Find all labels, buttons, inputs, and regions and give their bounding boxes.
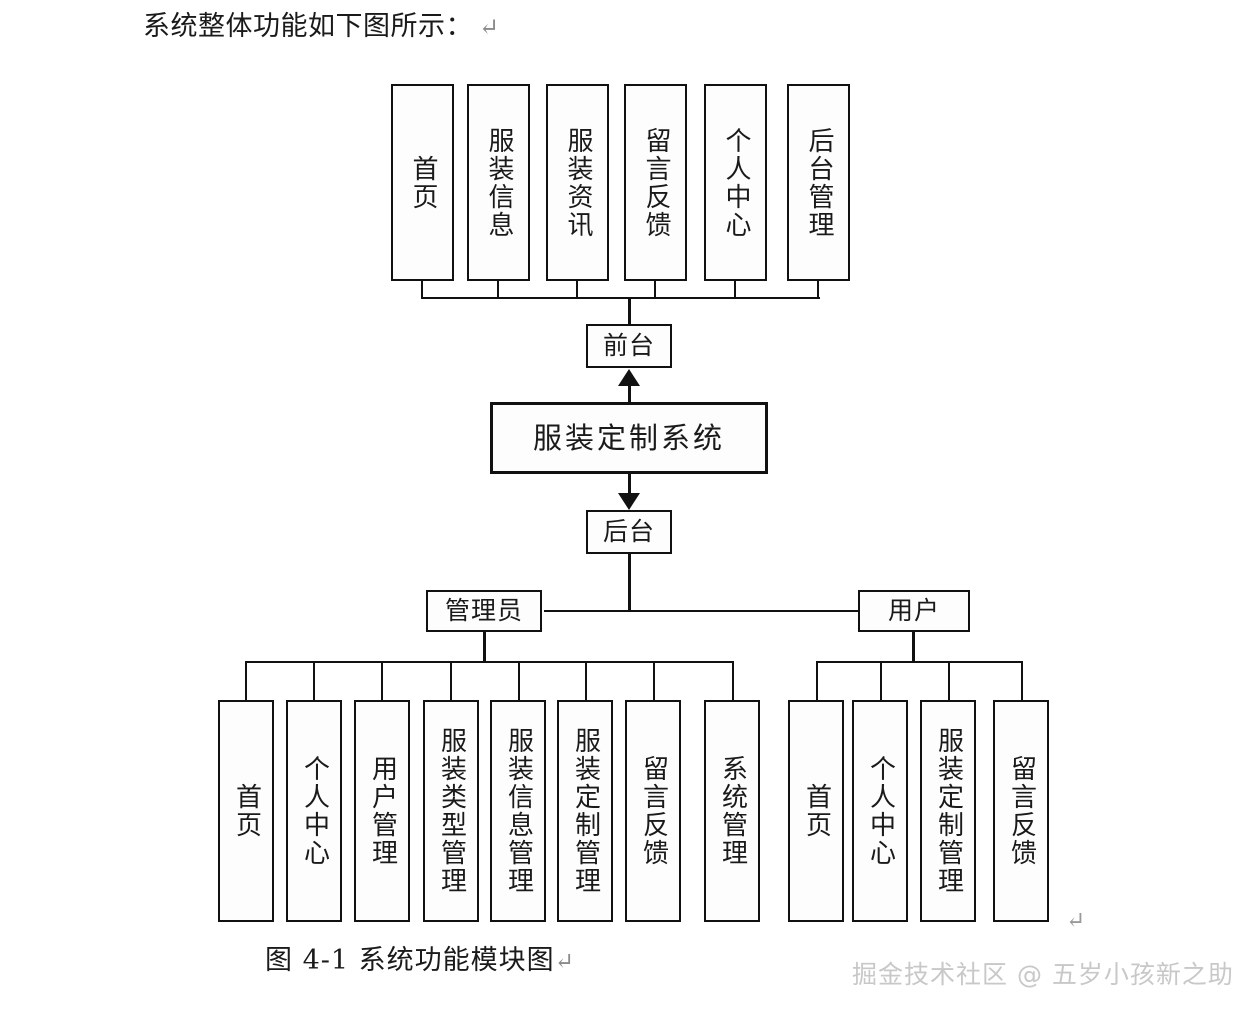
admin-drop-6 <box>585 661 587 700</box>
frontend-drop-1 <box>421 281 423 299</box>
backend-node[interactable]: 后台 <box>586 510 672 554</box>
frontend-module-label-3: 服装资讯 <box>563 126 593 239</box>
frontend-module-box-6[interactable]: 后台管理 <box>787 84 850 281</box>
admin-module-label-4: 服装类型管理 <box>436 727 467 895</box>
user-module-label-1: 首页 <box>801 783 832 839</box>
frontend-node[interactable]: 前台 <box>586 324 672 368</box>
admin-module-box-7[interactable]: 留言反馈 <box>625 700 681 922</box>
backend-node-label: 后台 <box>602 517 655 546</box>
admin-drop-2 <box>313 661 315 700</box>
frontend-module-box-2[interactable]: 服装信息 <box>467 84 530 281</box>
intro-text: 系统整体功能如下图所示： <box>143 11 473 42</box>
frontend-stem <box>628 297 631 325</box>
frontend-drop-2 <box>497 281 499 299</box>
caption-paragraph-mark-icon: ↵ <box>554 949 575 975</box>
frontend-module-box-4[interactable]: 留言反馈 <box>624 84 687 281</box>
user-module-box-1[interactable]: 首页 <box>788 700 844 922</box>
user-drop-1 <box>816 661 818 700</box>
admin-module-label-3: 用户管理 <box>367 755 398 867</box>
frontend-drop-5 <box>734 281 736 299</box>
watermark: 掘金技术社区 @ 五岁小孩新之助 <box>852 960 1234 989</box>
frontend-module-label-2: 服装信息 <box>484 126 514 239</box>
admin-drop-5 <box>518 661 520 700</box>
system-node-label: 服装定制系统 <box>532 421 725 455</box>
trailing-paragraph-mark-icon: ↵ <box>1066 908 1086 934</box>
frontend-node-label: 前台 <box>602 331 655 360</box>
admin-module-label-5: 服装信息管理 <box>503 727 534 895</box>
admin-drop-7 <box>653 661 655 700</box>
admin-node-label: 管理员 <box>444 596 523 625</box>
user-drop-4 <box>1021 661 1023 700</box>
frontend-drop-4 <box>654 281 656 299</box>
frontend-bus <box>421 297 820 299</box>
intro-paragraph: 系统整体功能如下图所示：↵ <box>143 10 500 44</box>
role-bus <box>544 610 859 612</box>
system-node[interactable]: 服装定制系统 <box>490 402 768 474</box>
user-bus <box>816 661 1023 663</box>
admin-module-box-6[interactable]: 服装定制管理 <box>557 700 613 922</box>
admin-module-label-2: 个人中心 <box>299 755 330 867</box>
frontend-module-label-6: 后台管理 <box>804 126 834 239</box>
frontend-module-label-5: 个人中心 <box>721 126 751 239</box>
admin-drop-3 <box>381 661 383 700</box>
frontend-module-label-4: 留言反馈 <box>641 126 671 239</box>
admin-module-label-1: 首页 <box>231 783 262 839</box>
arrow-down-icon <box>618 493 640 510</box>
user-stem <box>912 632 915 662</box>
user-module-label-4: 留言反馈 <box>1006 755 1037 867</box>
admin-module-box-4[interactable]: 服装类型管理 <box>423 700 479 922</box>
backend-stem <box>628 554 631 611</box>
user-drop-2 <box>880 661 882 700</box>
frontend-module-box-5[interactable]: 个人中心 <box>704 84 767 281</box>
paragraph-mark-icon: ↵ <box>479 13 500 41</box>
admin-drop-1 <box>245 661 247 700</box>
frontend-module-box-1[interactable]: 首页 <box>391 84 454 281</box>
admin-bus <box>245 661 734 663</box>
admin-drop-8 <box>732 661 734 700</box>
arrow-up-icon <box>618 369 640 386</box>
admin-stem <box>483 632 486 662</box>
admin-drop-4 <box>450 661 452 700</box>
frontend-drop-3 <box>576 281 578 299</box>
frontend-module-label-1: 首页 <box>408 154 438 211</box>
admin-module-box-5[interactable]: 服装信息管理 <box>490 700 546 922</box>
frontend-drop-6 <box>817 281 819 299</box>
user-drop-3 <box>948 661 950 700</box>
admin-module-label-7: 留言反馈 <box>638 755 669 867</box>
admin-module-box-1[interactable]: 首页 <box>218 700 274 922</box>
system-to-backend-line <box>628 474 631 494</box>
admin-module-box-8[interactable]: 系统管理 <box>704 700 760 922</box>
admin-module-label-8: 系统管理 <box>717 755 748 867</box>
user-node-label: 用户 <box>887 596 940 625</box>
admin-node[interactable]: 管理员 <box>426 590 542 632</box>
figure-caption: 图 4-1 系统功能模块图↵ <box>0 944 840 979</box>
figure-caption-text: 图 4-1 系统功能模块图 <box>265 945 555 976</box>
user-node[interactable]: 用户 <box>858 590 970 632</box>
user-module-box-3[interactable]: 服装定制管理 <box>920 700 976 922</box>
user-module-box-4[interactable]: 留言反馈 <box>993 700 1049 922</box>
user-module-label-3: 服装定制管理 <box>933 727 964 895</box>
admin-module-box-3[interactable]: 用户管理 <box>354 700 410 922</box>
admin-module-box-2[interactable]: 个人中心 <box>286 700 342 922</box>
user-module-label-2: 个人中心 <box>865 755 896 867</box>
user-module-box-2[interactable]: 个人中心 <box>852 700 908 922</box>
admin-module-label-6: 服装定制管理 <box>570 727 601 895</box>
system-to-frontend-line <box>628 386 631 404</box>
frontend-module-box-3[interactable]: 服装资讯 <box>546 84 609 281</box>
